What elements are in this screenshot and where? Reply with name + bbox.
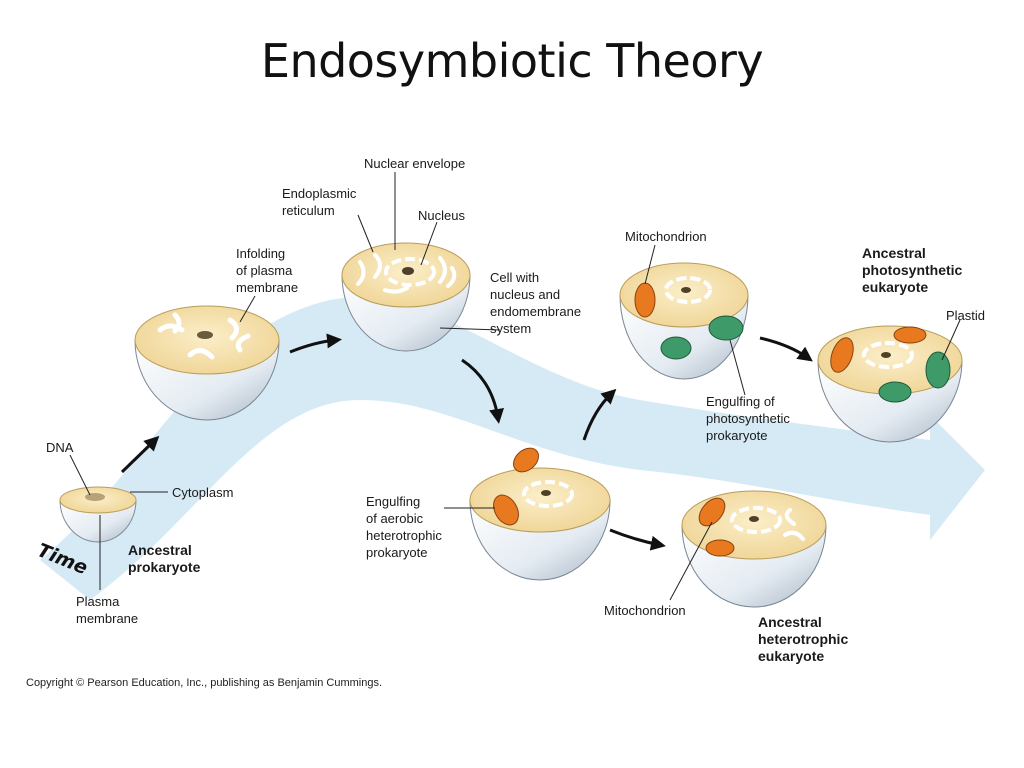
- label-plasma-2: membrane: [76, 611, 138, 626]
- label-engulf-photo-3: prokaryote: [706, 428, 767, 443]
- label-cell-with-1: Cell with: [490, 270, 539, 285]
- copyright-notice: Copyright © Pearson Education, Inc., pub…: [26, 677, 383, 689]
- label-anc-hetero-1: Ancestral: [758, 614, 822, 630]
- cell-engulfing-aerobic: [469, 447, 611, 581]
- mitochondrion-engulfing: [493, 494, 519, 526]
- label-endoplasmic: Endoplasmic: [282, 186, 357, 201]
- cell-ancestral-photosynthetic: [817, 325, 963, 443]
- label-anc-hetero-2: heterotrophic: [758, 631, 848, 647]
- arrow-4-to-5: [582, 388, 617, 441]
- label-dna: DNA: [46, 440, 74, 455]
- cell-ancestral-prokaryote: [59, 486, 137, 543]
- label-mitochondrion-bottom: Mitochondrion: [604, 603, 686, 618]
- cell-ancestral-heterotrophic: [681, 490, 827, 608]
- label-engulf-photo-1: Engulfing of: [706, 394, 775, 409]
- time-band: [40, 297, 985, 600]
- label-infolding-2: of plasma: [236, 263, 293, 278]
- label-plastid: Plastid: [946, 308, 985, 323]
- label-anc-hetero-3: eukaryote: [758, 648, 824, 664]
- label-anc-photo-3: eukaryote: [862, 279, 928, 295]
- label-anc-photo-1: Ancestral: [862, 245, 926, 261]
- label-cell-with-3: endomembrane: [490, 304, 581, 319]
- label-nuclear-envelope: Nuclear envelope: [364, 156, 465, 171]
- label-anc-prok-2: prokaryote: [128, 559, 201, 575]
- label-mitochondrion-top: Mitochondrion: [625, 229, 707, 244]
- label-anc-prok-1: Ancestral: [128, 542, 192, 558]
- label-plasma-1: Plasma: [76, 594, 120, 609]
- label-engulf-aero-2: of aerobic: [366, 511, 424, 526]
- mitochondrion-cell5: [634, 282, 656, 318]
- leader-lines: [69, 172, 961, 601]
- cell-engulfing-photosynthetic: [619, 262, 749, 380]
- mitochondrion-free: [512, 447, 540, 473]
- plastid-engulfing: [708, 315, 744, 341]
- arrow-5-to-6: [759, 336, 813, 362]
- cell-endomembrane: [341, 242, 471, 352]
- label-engulf-aero-4: prokaryote: [366, 545, 427, 560]
- label-infolding-3: membrane: [236, 280, 298, 295]
- arrow-3-to-4: [461, 358, 505, 424]
- plastid-free: [660, 336, 692, 360]
- label-cytoplasm: Cytoplasm: [172, 485, 233, 500]
- label-engulf-photo-2: photosynthetic: [706, 411, 790, 426]
- label-cell-with-2: nucleus and: [490, 287, 560, 302]
- label-engulf-aero-1: Engulfing: [366, 494, 420, 509]
- arrow-4-to-7: [609, 528, 666, 551]
- label-anc-photo-2: photosynthetic: [862, 262, 963, 278]
- label-nucleus: Nucleus: [418, 208, 465, 223]
- slide-title: Endosymbiotic Theory: [260, 34, 764, 88]
- label-cell-with-4: system: [490, 321, 531, 336]
- arrow-1-to-2: [120, 435, 160, 474]
- cell-infolding: [134, 305, 280, 421]
- label-reticulum: reticulum: [282, 203, 335, 218]
- arrow-2-to-3: [289, 333, 342, 354]
- label-infolding-1: Infolding: [236, 246, 285, 261]
- label-engulf-aero-3: heterotrophic: [366, 528, 442, 543]
